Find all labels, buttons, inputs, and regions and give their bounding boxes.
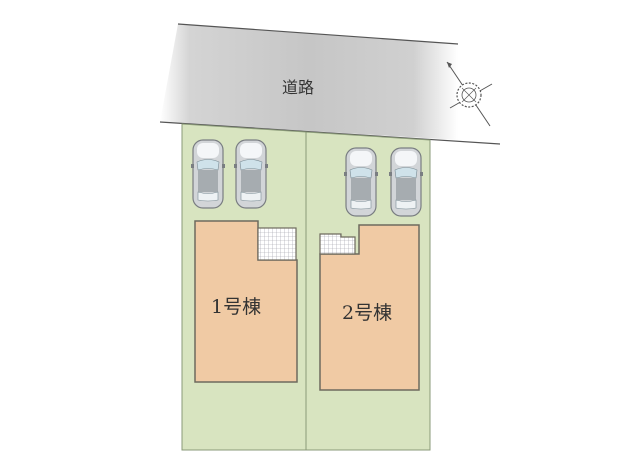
parking-car-icon [388,147,424,217]
road-label: 道路 [282,78,315,97]
north-arrow-compass-icon [446,61,493,127]
building-2-label: 2号棟 [342,302,393,324]
building-1 [194,220,298,383]
parking-car-icon [190,139,226,209]
deck-1 [257,227,297,261]
road [159,23,501,145]
parking-car-icon [233,139,269,209]
deck-2 [319,233,356,255]
building-2 [319,224,420,391]
building-1-label: 1号棟 [211,296,262,318]
parking-car-icon [343,147,379,217]
